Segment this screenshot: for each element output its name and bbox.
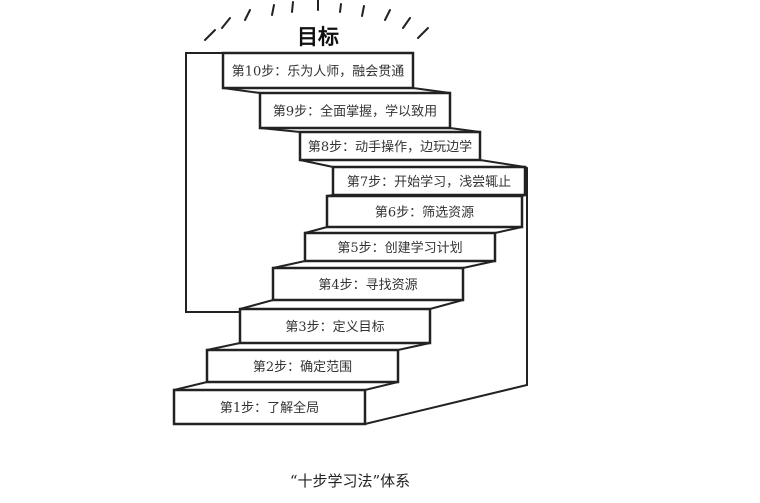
step-7: 第7步：开始学习，浅尝辄止 [299,159,527,197]
step-riser [271,266,465,302]
step-label: 第2步：确定范围 [253,360,352,375]
step-label: 第4步：寻找资源 [318,278,417,293]
step-label: 第5步：创建学习计划 [337,240,462,256]
step-riser [238,307,432,345]
goal-rays-icon [204,0,429,41]
step-label: 第7步：开始学习，浅尝辄止 [347,174,511,190]
step-tread [239,299,464,310]
step-label: 第9步：全面掌握，学以致用 [273,104,437,120]
step-6: 第6步：筛选资源 [325,194,526,229]
step-label: 第8步：动手操作，边玩边学 [308,139,472,155]
step-riser [303,231,497,263]
step-2: 第2步：确定范围 [205,342,431,384]
step-5: 第5步：创建学习计划 [303,226,523,263]
step-riser [325,194,524,229]
step-10: 第10步：乐为人师，融会贯通 [221,51,415,90]
step-label: 第1步：了解全局 [220,400,319,416]
step-4: 第4步：寻找资源 [271,260,496,302]
step-9: 第9步：全面掌握，学以致用 [222,87,452,130]
step-riser [331,165,527,197]
diagram-caption: “十步学习法”体系 [289,472,411,490]
step-riser [221,51,415,90]
step-1: 第1步：了解全局 [172,381,399,426]
step-riser [172,388,367,426]
step-riser [205,348,400,384]
step-3: 第3步：定义目标 [238,299,464,345]
goal-title: 目标 [297,24,339,49]
step-riser [258,91,452,130]
step-label: 第3步：定义目标 [285,320,384,335]
step-8: 第8步：动手操作，边玩边学 [259,127,482,162]
step-label: 第10步：乐为人师，融会贯通 [232,65,405,80]
step-label: 第6步：筛选资源 [375,206,474,221]
step-riser [298,130,482,162]
